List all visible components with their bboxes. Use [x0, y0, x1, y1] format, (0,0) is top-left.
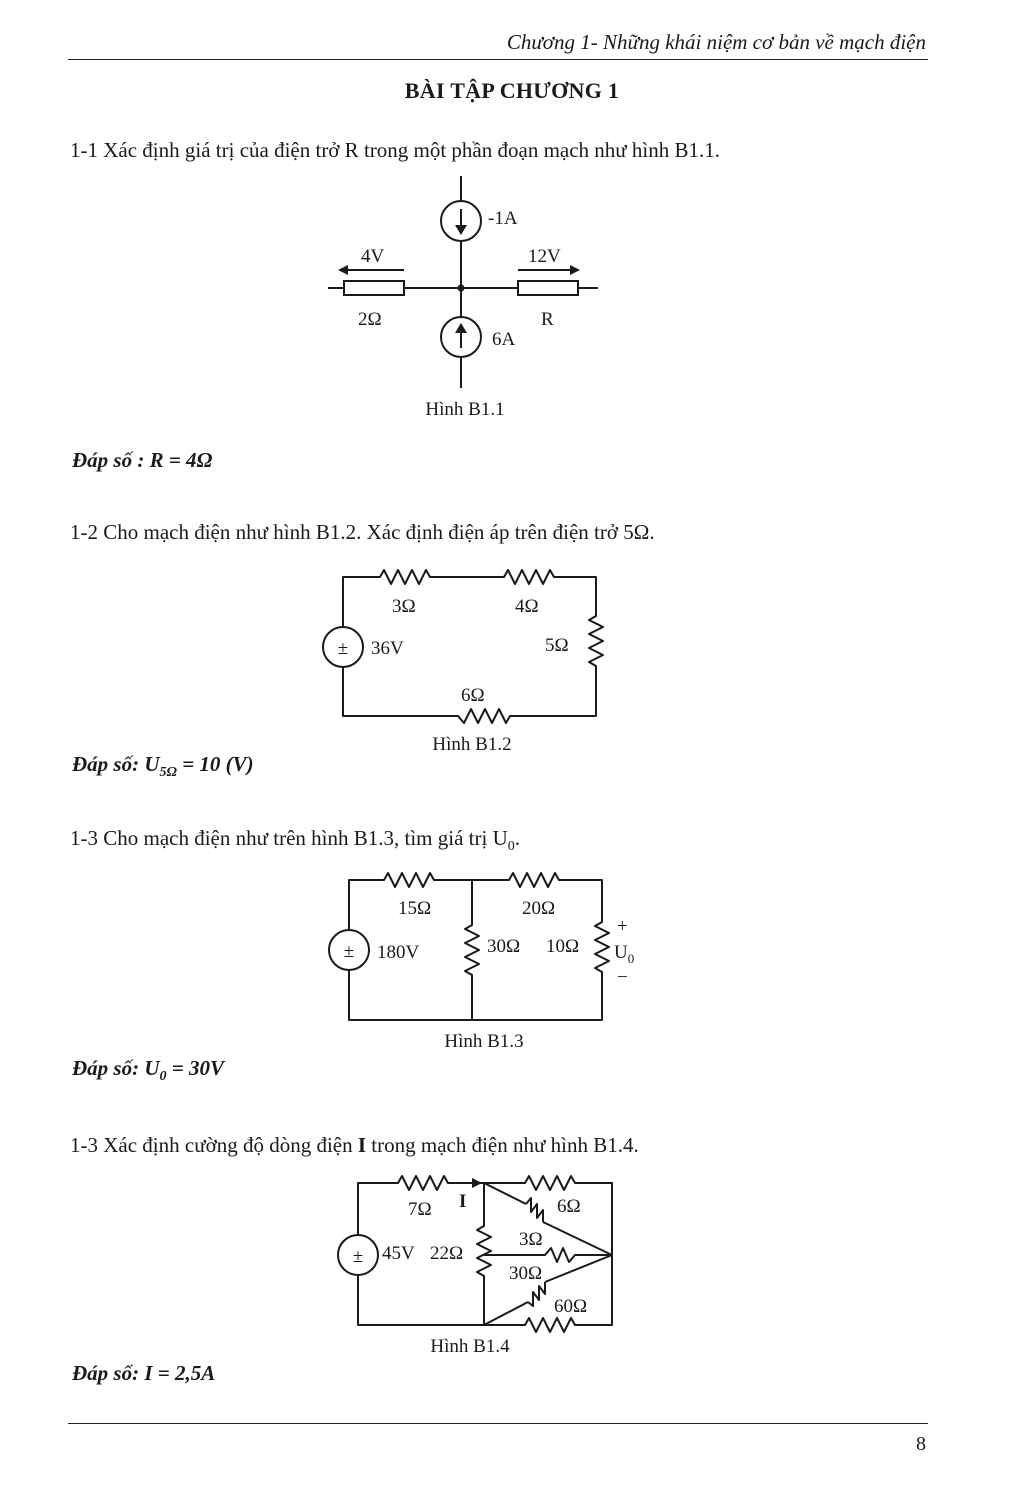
label-plus: +	[617, 916, 628, 937]
caption-b1-1: Hình B1.1	[425, 399, 504, 420]
answer-1-2: Đáp số: U5Ω = 10 (V)	[72, 752, 254, 781]
label-180v: 180V	[377, 942, 420, 963]
label-current-i: I	[459, 1191, 466, 1212]
voltage-source-36v	[322, 626, 364, 668]
label-15ohm: 15Ω	[398, 898, 431, 919]
label-30ohm: 30Ω	[509, 1263, 542, 1284]
label-6ohm: 6Ω	[461, 685, 485, 706]
page-number: 8	[916, 1433, 926, 1455]
label-u0: U0	[614, 942, 634, 966]
answer-1-3: Đáp số: U0 = 30V	[72, 1056, 224, 1085]
current-source-top	[440, 200, 482, 242]
label-minus-1a: -1A	[488, 208, 518, 229]
label-20ohm: 20Ω	[522, 898, 555, 919]
footer-rule	[68, 1423, 928, 1424]
label-2ohm: 2Ω	[358, 309, 382, 330]
answer-1-4: Đáp số: I = 2,5A	[72, 1361, 216, 1385]
label-6ohm: 6Ω	[557, 1196, 581, 1217]
label-60ohm: 60Ω	[554, 1296, 587, 1317]
label-45v: 45V	[382, 1243, 415, 1264]
resistor-2ohm	[343, 280, 405, 296]
problem-1-4-statement: 1-3 Xác định cường độ dòng điện I trong …	[70, 1133, 639, 1157]
caption-b1-3: Hình B1.3	[444, 1031, 523, 1052]
source-sign: ±	[338, 638, 348, 659]
resistor-r	[517, 280, 579, 296]
caption-b1-2: Hình B1.2	[432, 734, 511, 755]
page-title: BÀI TẬP CHƯƠNG 1	[404, 78, 620, 103]
problem-1-2-statement: 1-2 Cho mạch điện như hình B1.2. Xác địn…	[70, 520, 655, 544]
source-sign: ±	[344, 941, 354, 962]
label-5ohm: 5Ω	[545, 635, 569, 656]
label-12v: 12V	[528, 246, 561, 267]
label-10ohm: 10Ω	[546, 936, 579, 957]
label-6a: 6A	[492, 329, 516, 350]
label-3ohm: 3Ω	[519, 1229, 543, 1250]
voltage-source-180v	[328, 929, 370, 971]
problem-1-1-statement: 1-1 Xác định giá trị của điện trở R tron…	[70, 138, 721, 162]
problem-1-3-statement: 1-3 Cho mạch điện như trên hình B1.3, tì…	[70, 826, 520, 855]
label-30ohm: 30Ω	[487, 936, 520, 957]
voltage-source-45v	[337, 1234, 379, 1276]
label-minus: −	[617, 967, 628, 988]
running-header: Chương 1- Những khái niệm cơ bản về mạch…	[506, 30, 926, 54]
label-3ohm: 3Ω	[392, 596, 416, 617]
source-sign: ±	[353, 1246, 363, 1267]
current-source-bottom	[440, 316, 482, 358]
label-22ohm: 22Ω	[430, 1243, 463, 1264]
label-4ohm: 4Ω	[515, 596, 539, 617]
header-rule	[68, 59, 928, 60]
label-36v: 36V	[371, 638, 404, 659]
label-4v: 4V	[361, 246, 385, 267]
label-7ohm: 7Ω	[408, 1199, 432, 1220]
label-r: R	[541, 309, 554, 330]
answer-1-1: Đáp số : R = 4Ω	[72, 448, 213, 472]
caption-b1-4: Hình B1.4	[430, 1336, 510, 1357]
